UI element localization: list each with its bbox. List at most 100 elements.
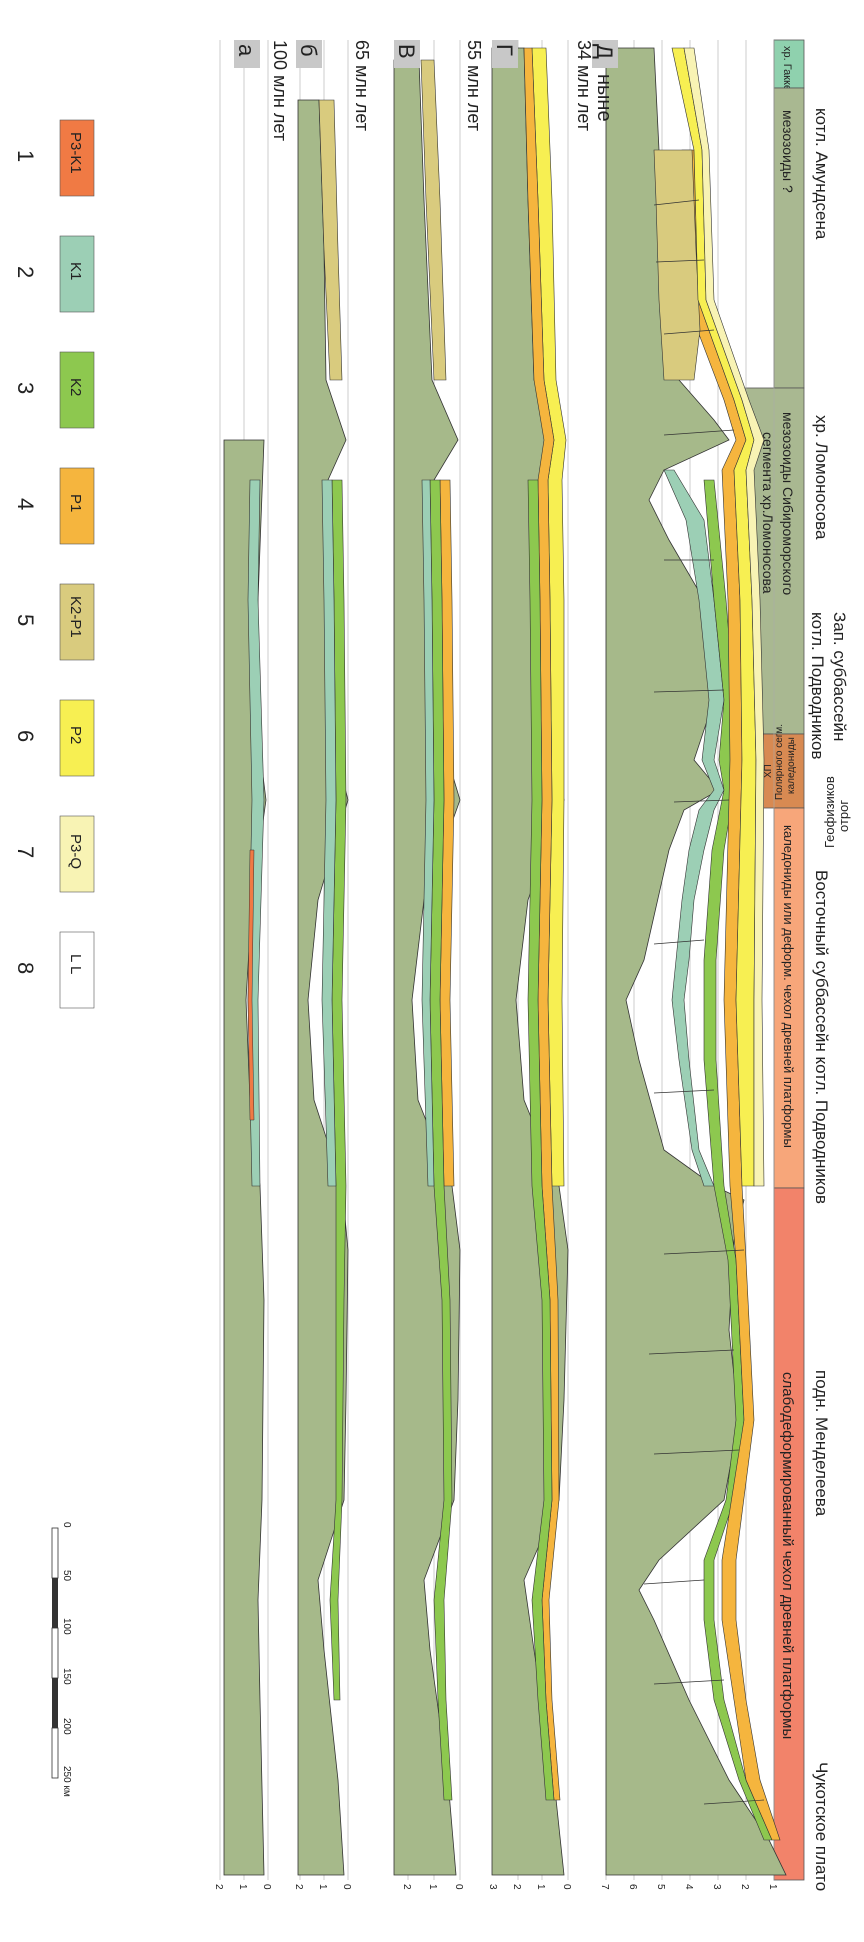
panel-d-faults [643, 199, 765, 1805]
panel-b-letter-box [296, 40, 322, 68]
svg-text:1: 1 [427, 1884, 438, 1890]
panel-v-k1 [421, 479, 435, 1187]
region-chukchi: Чукотское плато [812, 1762, 831, 1891]
panel-v-letter-box [394, 40, 420, 68]
svg-text:3: 3 [487, 1884, 498, 1890]
panel-d-depth-ticks: 1 2 3 4 5 6 7 [599, 1884, 778, 1890]
svg-text:2: 2 [293, 1884, 304, 1890]
svg-text:2: 2 [739, 1884, 750, 1890]
panel-b-title: 65 млн лет [352, 40, 372, 131]
svg-text:1: 1 [13, 150, 38, 162]
legend-items: P3-K1 1 K1 2 K2 3 P1 4 K2-P1 5 P2 6 [13, 119, 95, 1009]
panel-a-depth-ticks: 0 1 2 [213, 1884, 272, 1890]
svg-text:L L: L L [67, 954, 84, 974]
svg-text:4: 4 [13, 498, 38, 510]
svg-text:1: 1 [237, 1884, 248, 1890]
svg-text:K1: K1 [67, 262, 84, 280]
panel-b-k1 [321, 479, 337, 1187]
legend [134, 1600, 164, 1652]
panel-b-depth-ticks: 0 1 2 [293, 1884, 352, 1890]
panel-g-depth-ticks: 0 1 2 3 [487, 1884, 572, 1890]
legend-item-7: P3-Q 7 [13, 815, 95, 893]
panel-d-title: ныне [593, 74, 615, 122]
svg-text:0: 0 [341, 1884, 352, 1890]
svg-text:0: 0 [561, 1884, 572, 1890]
region-west-subbasin-2: котл. Подводников [808, 612, 827, 760]
panel-d-k1 [663, 469, 725, 1187]
svg-text:P2: P2 [67, 726, 84, 744]
svg-text:2: 2 [13, 266, 38, 278]
legend-item-3: K2 3 [13, 351, 95, 429]
panel-d: Д ныне 1 2 3 4 5 6 7 [592, 40, 787, 1890]
svg-text:7: 7 [599, 1884, 610, 1890]
panel-g: Г 34 млн лет 0 1 2 3 [487, 40, 594, 1890]
svg-text:P3-Q: P3-Q [67, 834, 84, 869]
svg-text:7: 7 [13, 846, 38, 858]
panel-d-k2 [703, 479, 773, 1841]
panel-v: В 55 млн лет 0 1 2 [393, 40, 484, 1890]
legend-item-5: K2-P1 5 [13, 583, 95, 661]
unit-caledonides-polar-1: каледониды [786, 737, 797, 794]
svg-text:100: 100 [61, 1618, 72, 1635]
svg-text:150: 150 [61, 1668, 72, 1685]
panel-a-p3k1 [247, 849, 255, 1121]
panel-a-title: 100 млн лет [270, 40, 290, 141]
region-amundsen: котл. Амундсена [812, 108, 831, 240]
svg-text:4: 4 [683, 1884, 694, 1890]
svg-text:2: 2 [511, 1884, 522, 1890]
svg-text:1: 1 [317, 1884, 328, 1890]
svg-text:P1: P1 [67, 494, 84, 512]
legend-item-2: K1 2 [13, 235, 95, 313]
legend-item-6: P2 6 [13, 699, 95, 777]
panel-a-letter-box [234, 40, 260, 68]
svg-text:3: 3 [711, 1884, 722, 1890]
svg-text:5: 5 [13, 614, 38, 626]
region-geofizikov-2: Геофизиков [822, 776, 837, 848]
svg-text:250 км: 250 км [61, 1766, 72, 1797]
panel-a-letter: а [234, 44, 259, 57]
scale-bar: 0 50 100 150 200 250 км [51, 1522, 72, 1797]
region-mendeleev: подн. Менделеева [812, 1370, 831, 1517]
panel-v-k2p1 [420, 59, 447, 381]
region-geofizikov-1: отрог [836, 800, 851, 832]
unit-caledonides-polar-2: Полярного сегм. [774, 724, 785, 800]
svg-text:8: 8 [13, 962, 38, 974]
panel-b-k2p1 [318, 99, 343, 381]
svg-text:50: 50 [61, 1570, 72, 1582]
legend-item-4: P1 4 [13, 467, 95, 545]
legend-item-1: P3-K1 1 [13, 119, 95, 197]
svg-text:2: 2 [401, 1884, 412, 1890]
unit-weakly-deformed: слабодеформированный чехол древней платф… [779, 1372, 796, 1739]
panel-v-depth-ticks: 0 1 2 [401, 1884, 464, 1890]
panel-g-letter: Г [492, 44, 517, 56]
svg-text:6: 6 [627, 1884, 638, 1890]
svg-text:0: 0 [261, 1884, 272, 1890]
panel-v-title: 55 млн лет [464, 40, 484, 131]
panel-d-p3q [683, 47, 765, 1187]
svg-text:0: 0 [453, 1884, 464, 1890]
panel-d-letter: Д [592, 44, 617, 59]
unit-caledonides-or-deformed: каледониды или деформ. чехол древней пла… [781, 825, 796, 1148]
svg-text:5: 5 [655, 1884, 666, 1890]
svg-text:P3-K1: P3-K1 [67, 132, 84, 174]
svg-text:6: 6 [13, 730, 38, 742]
panel-d-letter-box [592, 40, 618, 68]
region-labels: котл. Амундсена хр. Ломоносова Зап. субб… [808, 108, 851, 1891]
panel-g-k2 [527, 479, 555, 1801]
svg-text:K2: K2 [67, 378, 84, 396]
svg-text:3: 3 [13, 382, 38, 394]
panel-v-letter: В [394, 44, 419, 59]
region-east-subbasin: Восточный суббассейн котл. Подводников [812, 870, 831, 1204]
svg-text:1: 1 [535, 1884, 546, 1890]
panel-g-title: 34 млн лет [574, 40, 594, 131]
svg-text:0: 0 [61, 1522, 72, 1528]
panel-a: а 100 млн лет 0 1 2 [213, 40, 290, 1890]
svg-text:2: 2 [213, 1884, 224, 1890]
region-lomonosov: хр. Ломоносова [812, 415, 831, 540]
unit-mesozoids-siberian-1: мезозоиды Сибиромoрского [780, 412, 796, 595]
unit-mesozoids-siberian-2: сегмента хр.Ломоносова [760, 432, 776, 594]
svg-text:K2-P1: K2-P1 [67, 596, 84, 638]
